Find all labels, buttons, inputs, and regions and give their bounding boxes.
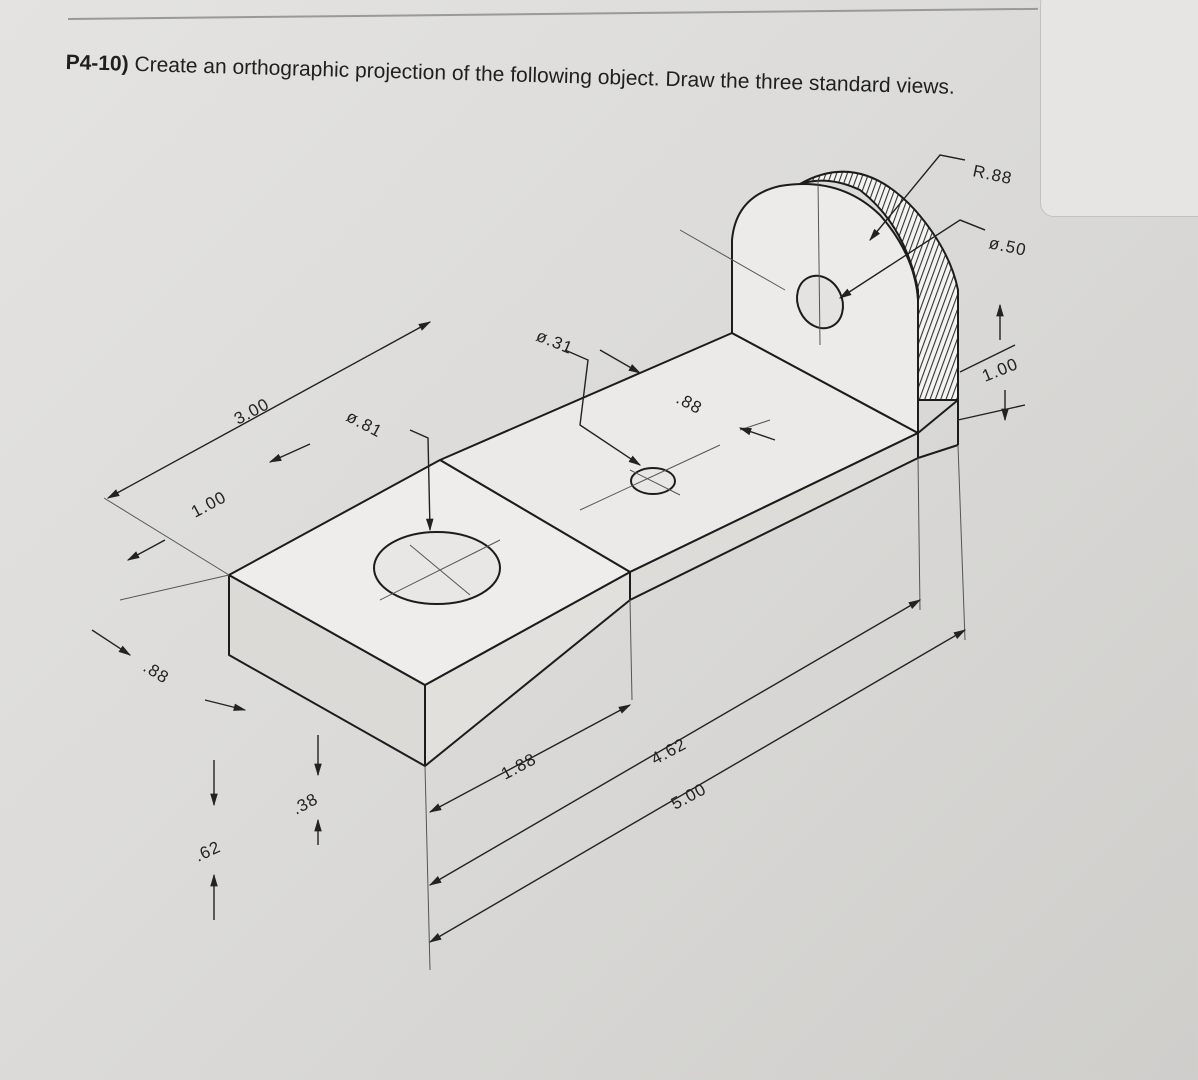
adjacent-page-card bbox=[1040, 0, 1198, 217]
dim-overall-length: 5.00 bbox=[668, 779, 710, 813]
dim-width-base: 3.00 bbox=[231, 394, 273, 428]
dim-hole-small: ø.50 bbox=[987, 233, 1028, 259]
dim-block-offset: .88 bbox=[140, 657, 173, 687]
dim-hole-slot: ø.31 bbox=[534, 326, 576, 358]
dim-base-thickness: .38 bbox=[289, 789, 321, 818]
dim-block-depth: 1.00 bbox=[188, 487, 230, 521]
dim-block-length: 1.88 bbox=[498, 749, 540, 783]
dimension-lines bbox=[91, 154, 1026, 943]
dim-inner-length: 4.62 bbox=[648, 734, 690, 768]
object-part bbox=[228, 170, 959, 767]
dim-hole-block: ø.81 bbox=[343, 407, 385, 442]
dim-block-height: .62 bbox=[192, 837, 224, 865]
dim-radius: R.88 bbox=[971, 161, 1014, 188]
